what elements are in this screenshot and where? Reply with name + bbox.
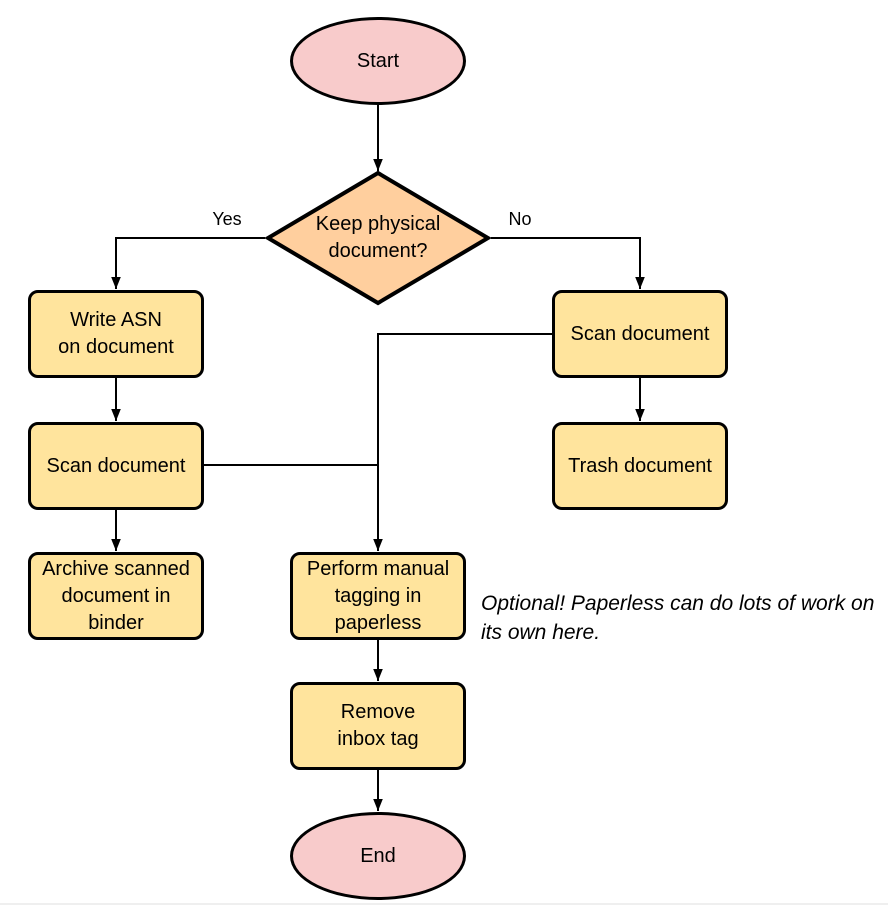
edge-decision-yes-to-write-asn [111, 237, 265, 289]
node-end-label: End [360, 844, 396, 867]
node-start: Start [290, 17, 466, 105]
node-remove-inbox-tag: Remove inbox tag [290, 682, 466, 770]
edge-decision-no-to-scan-right [491, 237, 645, 289]
no-branch-label: No [508, 209, 532, 229]
node-scan-document-left: Scan document [28, 422, 204, 510]
bottom-divider [0, 903, 888, 905]
node-scan-document-right: Scan document [552, 290, 728, 378]
yes-branch-label: Yes [212, 209, 242, 229]
decision-diamond-shape [265, 170, 491, 306]
node-manual-tagging: Perform manual tagging in paperless [290, 552, 466, 640]
node-decision-label: Keep physical document? [315, 213, 441, 262]
node-end: End [290, 812, 466, 900]
node-start-label: Start [356, 49, 400, 72]
node-trash-document: Trash document [552, 422, 728, 510]
edge-scan-right-to-tagging [373, 333, 552, 551]
optional-note: Optional! Paperless can do lots of work … [481, 592, 875, 644]
node-archive-binder: Archive scanned document in binder [28, 552, 204, 640]
node-decision: Keep physical document? [265, 170, 491, 306]
node-write-asn: Write ASN on document [28, 290, 204, 378]
